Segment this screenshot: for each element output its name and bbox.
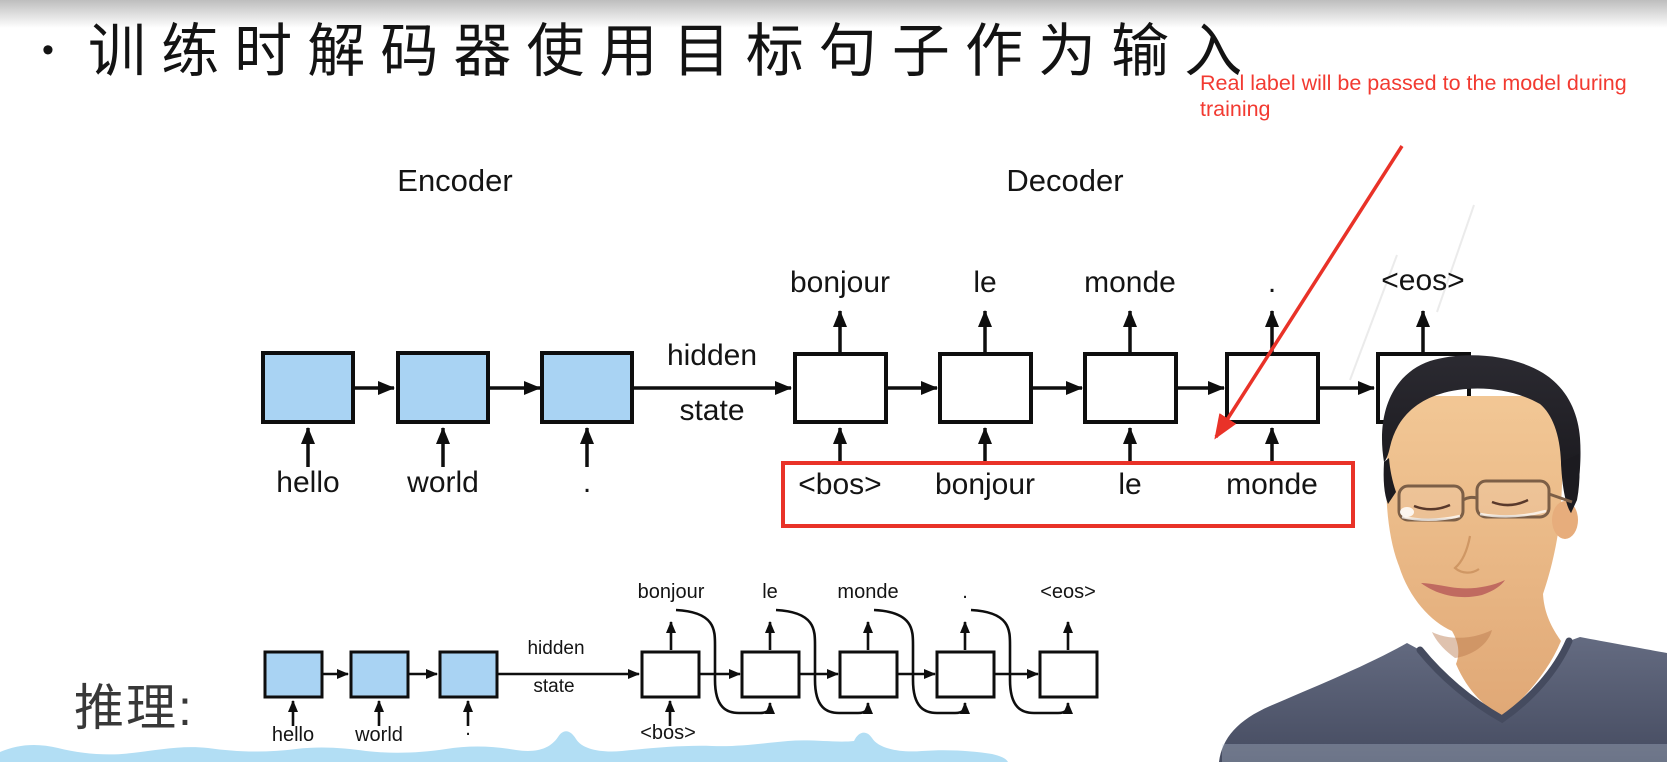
training-encoder: [261, 351, 634, 467]
presenter-glasses: [1397, 479, 1573, 522]
presenter-skin: [1386, 396, 1564, 717]
presenter-shirt: [1219, 637, 1667, 762]
annotation-line-2: training: [1200, 97, 1271, 121]
encoder-input-token: .: [582, 466, 592, 499]
background-artifact-lines: [1349, 204, 1475, 381]
rnn-cell: [1083, 352, 1178, 424]
presenter-ear: [1552, 501, 1578, 539]
feedback-loop-arrow: [775, 608, 873, 715]
decoder-input-token: bonjour: [934, 468, 1036, 501]
annotation-line-1: Real label will be passed to the model d…: [1200, 71, 1627, 95]
teacher-forcing-annotation: [781, 145, 1404, 528]
page-title: 训练时解码器使用目标句子作为输入: [88, 19, 1258, 84]
encoder-input-token: .: [465, 718, 471, 740]
rnn-cell: [438, 650, 499, 699]
presenter-temple-hair: [1383, 458, 1396, 504]
glasses-glare: [1401, 514, 1461, 521]
encoder-input-token: hello: [276, 466, 340, 499]
presenter-neck-shadow: [1432, 630, 1492, 658]
hidden-state-label-bottom: state: [533, 676, 575, 697]
hidden-state-label-top: hidden: [527, 638, 585, 659]
encoder-heading: Encoder: [397, 163, 513, 198]
decoder-output-token: le: [973, 266, 997, 299]
decoder-output-token: le: [762, 581, 778, 603]
presenter-eye-closed: [1491, 498, 1529, 507]
encoder-input-token: world: [355, 724, 403, 746]
presenter-mouth: [1421, 580, 1505, 598]
hidden-state-label-bottom: state: [679, 394, 745, 427]
rnn-cell: [263, 650, 324, 699]
rnn-cell: [1038, 650, 1099, 699]
rnn-cell: [1225, 352, 1320, 424]
decoder-input-token: monde: [1226, 468, 1318, 501]
decoder-output-token: .: [962, 581, 968, 603]
decoder-output-token: bonjour: [789, 266, 891, 299]
hidden-state-label-top: hidden: [666, 339, 758, 372]
decoder-output-token: <eos>: [1040, 581, 1096, 603]
inference-encoder: [263, 650, 499, 726]
rnn-cell: [261, 351, 355, 424]
presenter-eye-closed: [1413, 503, 1451, 511]
feedback-loop-arrow: [970, 608, 1073, 715]
decoder-output-token: monde: [1084, 266, 1176, 299]
rnn-cell: [935, 650, 996, 699]
rnn-cell: [349, 650, 410, 699]
red-annotation-arrow: [1214, 145, 1404, 440]
rnn-cell: [540, 351, 634, 424]
decoder-output-token: bonjour: [637, 581, 705, 603]
annotation-note: Real label will be passed to the model d…: [1200, 70, 1667, 122]
presenter-nose: [1453, 535, 1480, 574]
decoder-input-token: <bos>: [798, 468, 882, 501]
encoder-input-token: world: [407, 466, 479, 499]
decoder-output-token: <eos>: [1381, 264, 1465, 297]
decoder-heading: Decoder: [1006, 163, 1124, 198]
presenter-hair: [1381, 355, 1581, 513]
decoder-output-token: .: [1267, 266, 1277, 299]
wave-overlay-band: [1222, 744, 1667, 762]
rnn-cell: [793, 352, 888, 424]
decoder-input-token: <bos>: [640, 722, 696, 744]
feedback-loop-arrow: [675, 608, 775, 715]
rnn-cell: [740, 650, 801, 699]
feedback-loop-arrow: [873, 608, 970, 715]
glasses-glare: [1479, 509, 1547, 518]
teacher-forcing-highlight-box: [781, 461, 1355, 528]
wave-decoration: [0, 731, 1008, 762]
glasses-reflection: [1400, 507, 1414, 517]
rnn-cell: [396, 351, 490, 424]
rnn-cell: [938, 352, 1033, 424]
rnn-cell: [838, 650, 899, 699]
rnn-cell: [640, 650, 701, 699]
bullet-icon: •: [42, 31, 54, 69]
presenter-collar: [1416, 637, 1573, 724]
decoder-input-token: le: [1118, 468, 1142, 501]
inference-decoder: [640, 608, 1099, 726]
decoder-output-token: monde: [837, 581, 899, 603]
inference-section-label: 推理:: [74, 680, 194, 736]
presenter-webcam-cutout: [1219, 355, 1667, 762]
encoder-input-token: hello: [271, 724, 315, 746]
